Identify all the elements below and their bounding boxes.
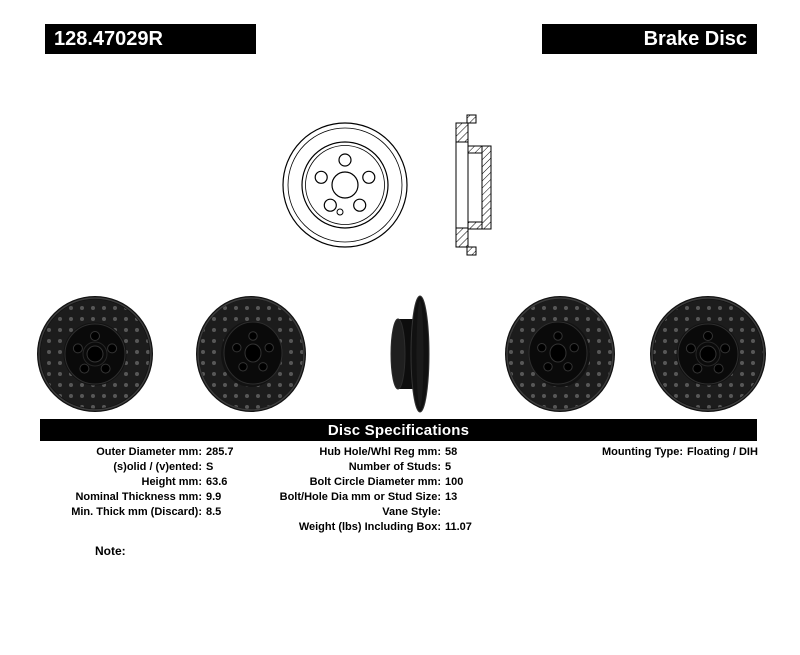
spec-row-bolt-circle-diameter: Bolt Circle Diameter mm: 100 [253,475,503,490]
spec-label: (s)olid / (v)ented: [113,461,202,473]
spec-row-number-of-studs: Number of Studs: 5 [253,460,503,475]
spec-row-bolt-hole-dia: Bolt/Hole Dia mm or Stud Size: 13 [253,490,503,505]
product-photo-front-right [650,296,766,412]
spec-label: Height mm: [141,476,203,488]
product-photos-row [0,292,800,418]
spec-row-nominal-thickness: Nominal Thickness mm: 9.9 [40,490,275,505]
disc-section-view-drawing [455,114,492,256]
spec-value: 9.9 [206,491,222,503]
spec-label: Outer Diameter mm: [96,446,202,458]
spec-column-middle: Hub Hole/Whl Reg mm: 58 Number of Studs:… [253,445,503,535]
spec-row-height: Height mm: 63.6 [40,475,275,490]
spec-value: 100 [445,476,464,488]
spec-value: 5 [445,461,452,473]
spec-value: 11.07 [445,521,472,533]
disc-front-view-drawing [282,122,408,248]
product-photo-front-left [37,296,153,412]
spec-label: Bolt Circle Diameter mm: [309,476,441,488]
spec-label: Bolt/Hole Dia mm or Stud Size: [279,491,441,503]
spec-row-weight: Weight (lbs) Including Box: 11.07 [253,520,503,535]
product-photos-canvas [37,295,766,413]
spec-value: 13 [445,491,458,503]
technical-drawings [0,90,800,280]
spec-value: 63.6 [206,476,228,488]
product-type-title: Brake Disc [542,24,757,54]
header-bar: 128.47029R Brake Disc [45,24,757,54]
spec-column-right: Mounting Type: Floating / DIH [563,445,773,460]
spec-label: Nominal Thickness mm: [75,491,202,503]
spec-label: Hub Hole/Whl Reg mm: [319,446,441,458]
spec-value: Floating / DIH [687,446,758,458]
part-number: 128.47029R [45,24,256,54]
product-photo-angled-left [196,296,306,412]
spec-value: 8.5 [206,506,222,518]
spec-label: Mounting Type: [601,446,683,458]
spec-row-min-thickness: Min. Thick mm (Discard): 8.5 [40,505,275,520]
spec-label: Min. Thick mm (Discard): [71,506,202,518]
spec-row-solid-vented: (s)olid / (v)ented: S [40,460,275,475]
product-photo-edge-view [390,295,430,413]
spec-row-mounting-type: Mounting Type: Floating / DIH [563,445,773,460]
spec-row-hub-hole: Hub Hole/Whl Reg mm: 58 [253,445,503,460]
spec-row-outer-diameter: Outer Diameter mm: 285.7 [40,445,275,460]
spec-row-vane-style: Vane Style: [253,505,503,520]
spec-value: S [206,461,214,473]
spec-title-bar: Disc Specifications [40,419,757,441]
spec-value: 285.7 [206,446,234,458]
spec-value: 58 [445,446,458,458]
disc-line-drawing [282,114,492,256]
spec-column-left: Outer Diameter mm: 285.7 (s)olid / (v)en… [40,445,275,520]
header-spacer [256,24,542,54]
product-photo-angled-right [505,296,615,412]
spec-label: Vane Style: [382,506,441,518]
note-label: Note: [95,544,126,558]
spec-label: Number of Studs: [348,461,441,473]
spec-label: Weight (lbs) Including Box: [298,521,441,533]
